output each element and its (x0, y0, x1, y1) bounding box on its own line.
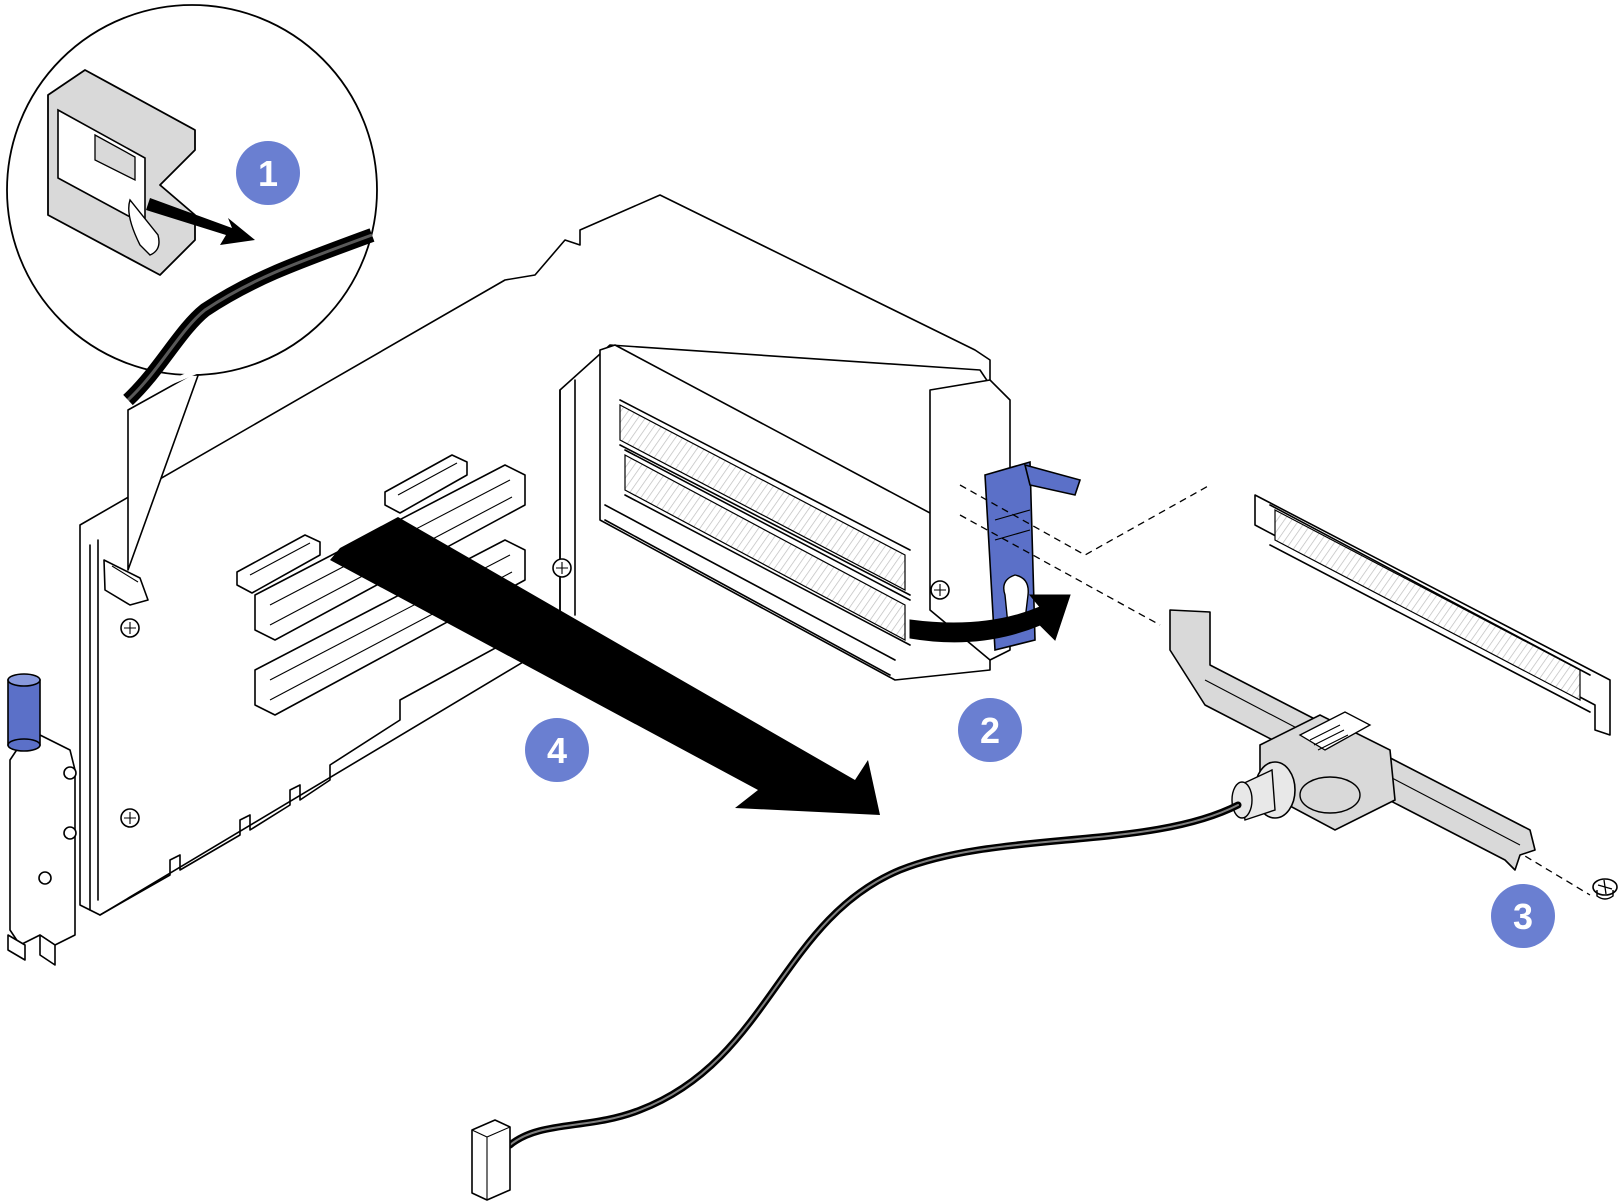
cage-left-bracket (7, 734, 77, 966)
connector-small-left (236, 534, 321, 594)
cable-clip (103, 559, 149, 606)
curved-arrow-icon (909, 594, 1071, 643)
callout-step-4: 4 (525, 718, 589, 782)
screw-cage-1 (120, 618, 140, 638)
magnifier-circle-icon (6, 4, 378, 571)
screw-cage-2 (120, 808, 140, 828)
blue-plunger (7, 673, 41, 752)
connector-small-right (384, 454, 468, 514)
callout-step-2-label: 2 (980, 710, 1000, 751)
screw-icon (1592, 878, 1618, 900)
screw-cage-3 (552, 558, 572, 578)
cable-end-connector (471, 1119, 511, 1201)
riser-card-frame (599, 344, 1011, 681)
blue-latch (984, 460, 1082, 652)
callout-step-3-label: 3 (1513, 896, 1533, 937)
guide-lines (959, 484, 1591, 896)
serial-cable-plug (1231, 761, 1296, 821)
callout-step-2: 2 (958, 698, 1022, 762)
serial-cable (506, 801, 1242, 1149)
riser-cage (79, 194, 991, 916)
arrow-icon (330, 517, 880, 815)
callout-step-1-label: 1 (258, 153, 278, 194)
filler-bracket (1254, 494, 1611, 736)
callout-step-4-label: 4 (547, 730, 567, 771)
callout-step-3: 3 (1491, 884, 1555, 948)
callout-step-1: 1 (236, 141, 300, 205)
